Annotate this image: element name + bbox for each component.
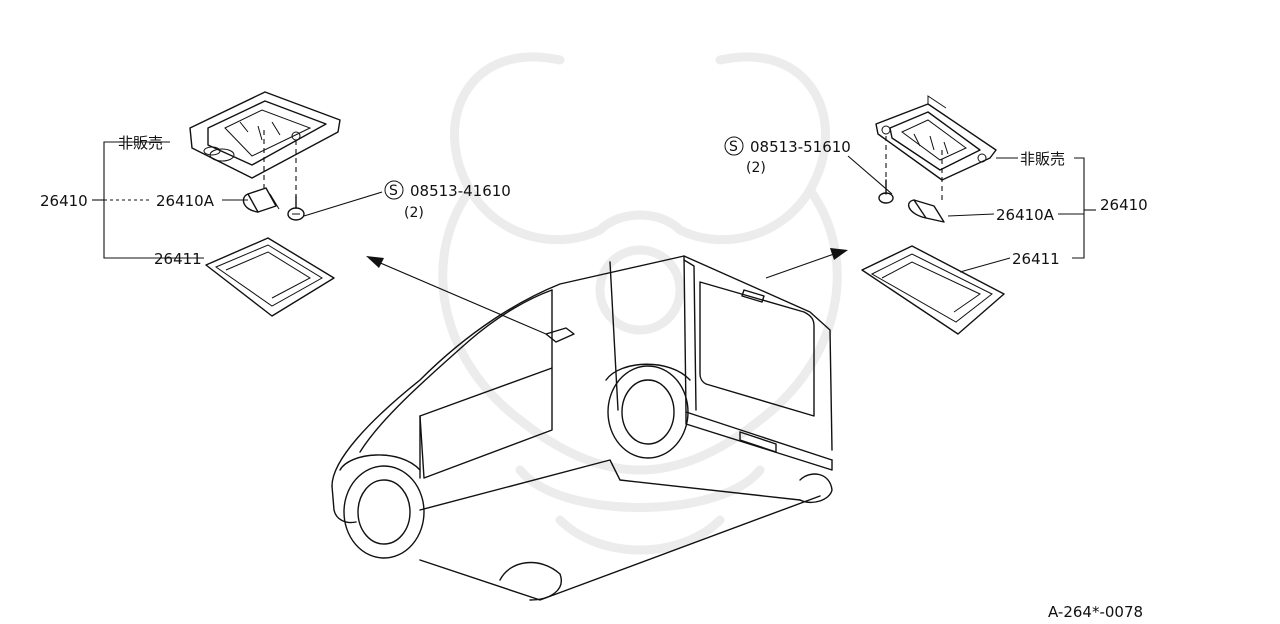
diagram-code: A-264*-0078 [1048, 603, 1143, 621]
left-not-for-sale-label: 非販売 [118, 134, 163, 152]
left-assembly-part-number: 26410 [40, 192, 88, 210]
left-leaders [92, 141, 383, 259]
right-location-arrow [765, 248, 848, 279]
watermark-crest [438, 52, 842, 555]
vehicle-outline [331, 255, 833, 601]
left-lamp-housing [189, 91, 341, 179]
right-lens-part-number: 26411 [1012, 250, 1060, 268]
left-bulb-part-number: 26410A [156, 192, 215, 210]
right-assembly-part-number: 26410 [1100, 196, 1148, 214]
right-leaders [847, 155, 1096, 273]
left-screw-part-number: 08513-41610 [410, 182, 511, 200]
left-lens-part-number: 26411 [154, 250, 202, 268]
right-bulb-part-number: 26410A [996, 206, 1055, 224]
left-lens [205, 237, 335, 317]
right-lamp-housing [875, 95, 997, 181]
right-screw-quantity: (2) [746, 160, 766, 176]
right-not-for-sale-label: 非販売 [1020, 150, 1065, 168]
right-lens [861, 245, 1005, 335]
left-bulb [242, 187, 280, 213]
left-screw [287, 195, 305, 221]
right-screw-symbol-letter: S [729, 139, 738, 155]
right-screw-part-number: 08513-51610 [750, 138, 851, 156]
right-screw [878, 179, 894, 204]
left-screw-symbol: S [384, 180, 404, 200]
left-screw-symbol-letter: S [389, 183, 398, 199]
right-bulb [907, 199, 945, 223]
right-screw-symbol: S [724, 136, 744, 156]
left-location-arrow [366, 256, 547, 335]
left-screw-quantity: (2) [404, 205, 424, 221]
